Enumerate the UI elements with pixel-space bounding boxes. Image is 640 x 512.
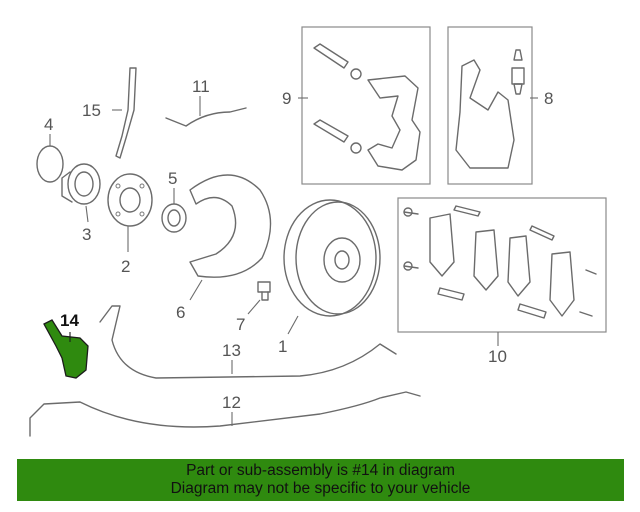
abs-sensor-bracket-highlighted[interactable] (43, 319, 89, 379)
bracket-kit-box (301, 26, 431, 185)
leader-lines (49, 96, 538, 426)
callout-6: 6 (176, 303, 185, 322)
pad-wear-sensor (115, 67, 137, 159)
abs-sensor-cable-12 (29, 391, 421, 437)
banner-line-2: Diagram may not be specific to your vehi… (170, 480, 471, 497)
sensor-wire (165, 107, 247, 127)
callout-5: 5 (168, 169, 177, 188)
grease-packet (455, 59, 515, 169)
hardware-kit-box (447, 26, 533, 185)
brake-pads-box (397, 197, 607, 333)
snap-ring (36, 145, 64, 183)
bracket-bolts (313, 43, 362, 154)
brake-rotor (283, 199, 381, 317)
hub-bearing (61, 163, 101, 205)
wheel-hub (107, 173, 153, 227)
caliper-bracket (367, 75, 421, 171)
callout-3: 3 (82, 225, 91, 244)
callout-4: 4 (44, 115, 53, 134)
callout-13: 13 (222, 341, 241, 360)
splash-shield (189, 174, 272, 278)
callout-11: 11 (192, 77, 210, 96)
shield-bolt (257, 281, 271, 301)
info-banner: Part or sub-assembly is #14 in diagram D… (17, 459, 624, 501)
callout-7: 7 (236, 315, 245, 334)
callout-10: 10 (488, 347, 507, 366)
callout-2: 2 (121, 257, 130, 276)
callout-9: 9 (282, 89, 291, 108)
callout-1: 1 (278, 337, 287, 356)
callout-12: 12 (222, 393, 241, 412)
seal (161, 203, 187, 233)
banner-line-1: Part or sub-assembly is #14 in diagram (186, 462, 455, 479)
bleeder-screw (511, 49, 525, 95)
callout-14: 14 (60, 311, 79, 330)
callout-8: 8 (544, 89, 553, 108)
brake-pads (403, 205, 597, 319)
abs-sensor-cable-13 (99, 305, 397, 379)
callout-15: 15 (82, 101, 101, 120)
